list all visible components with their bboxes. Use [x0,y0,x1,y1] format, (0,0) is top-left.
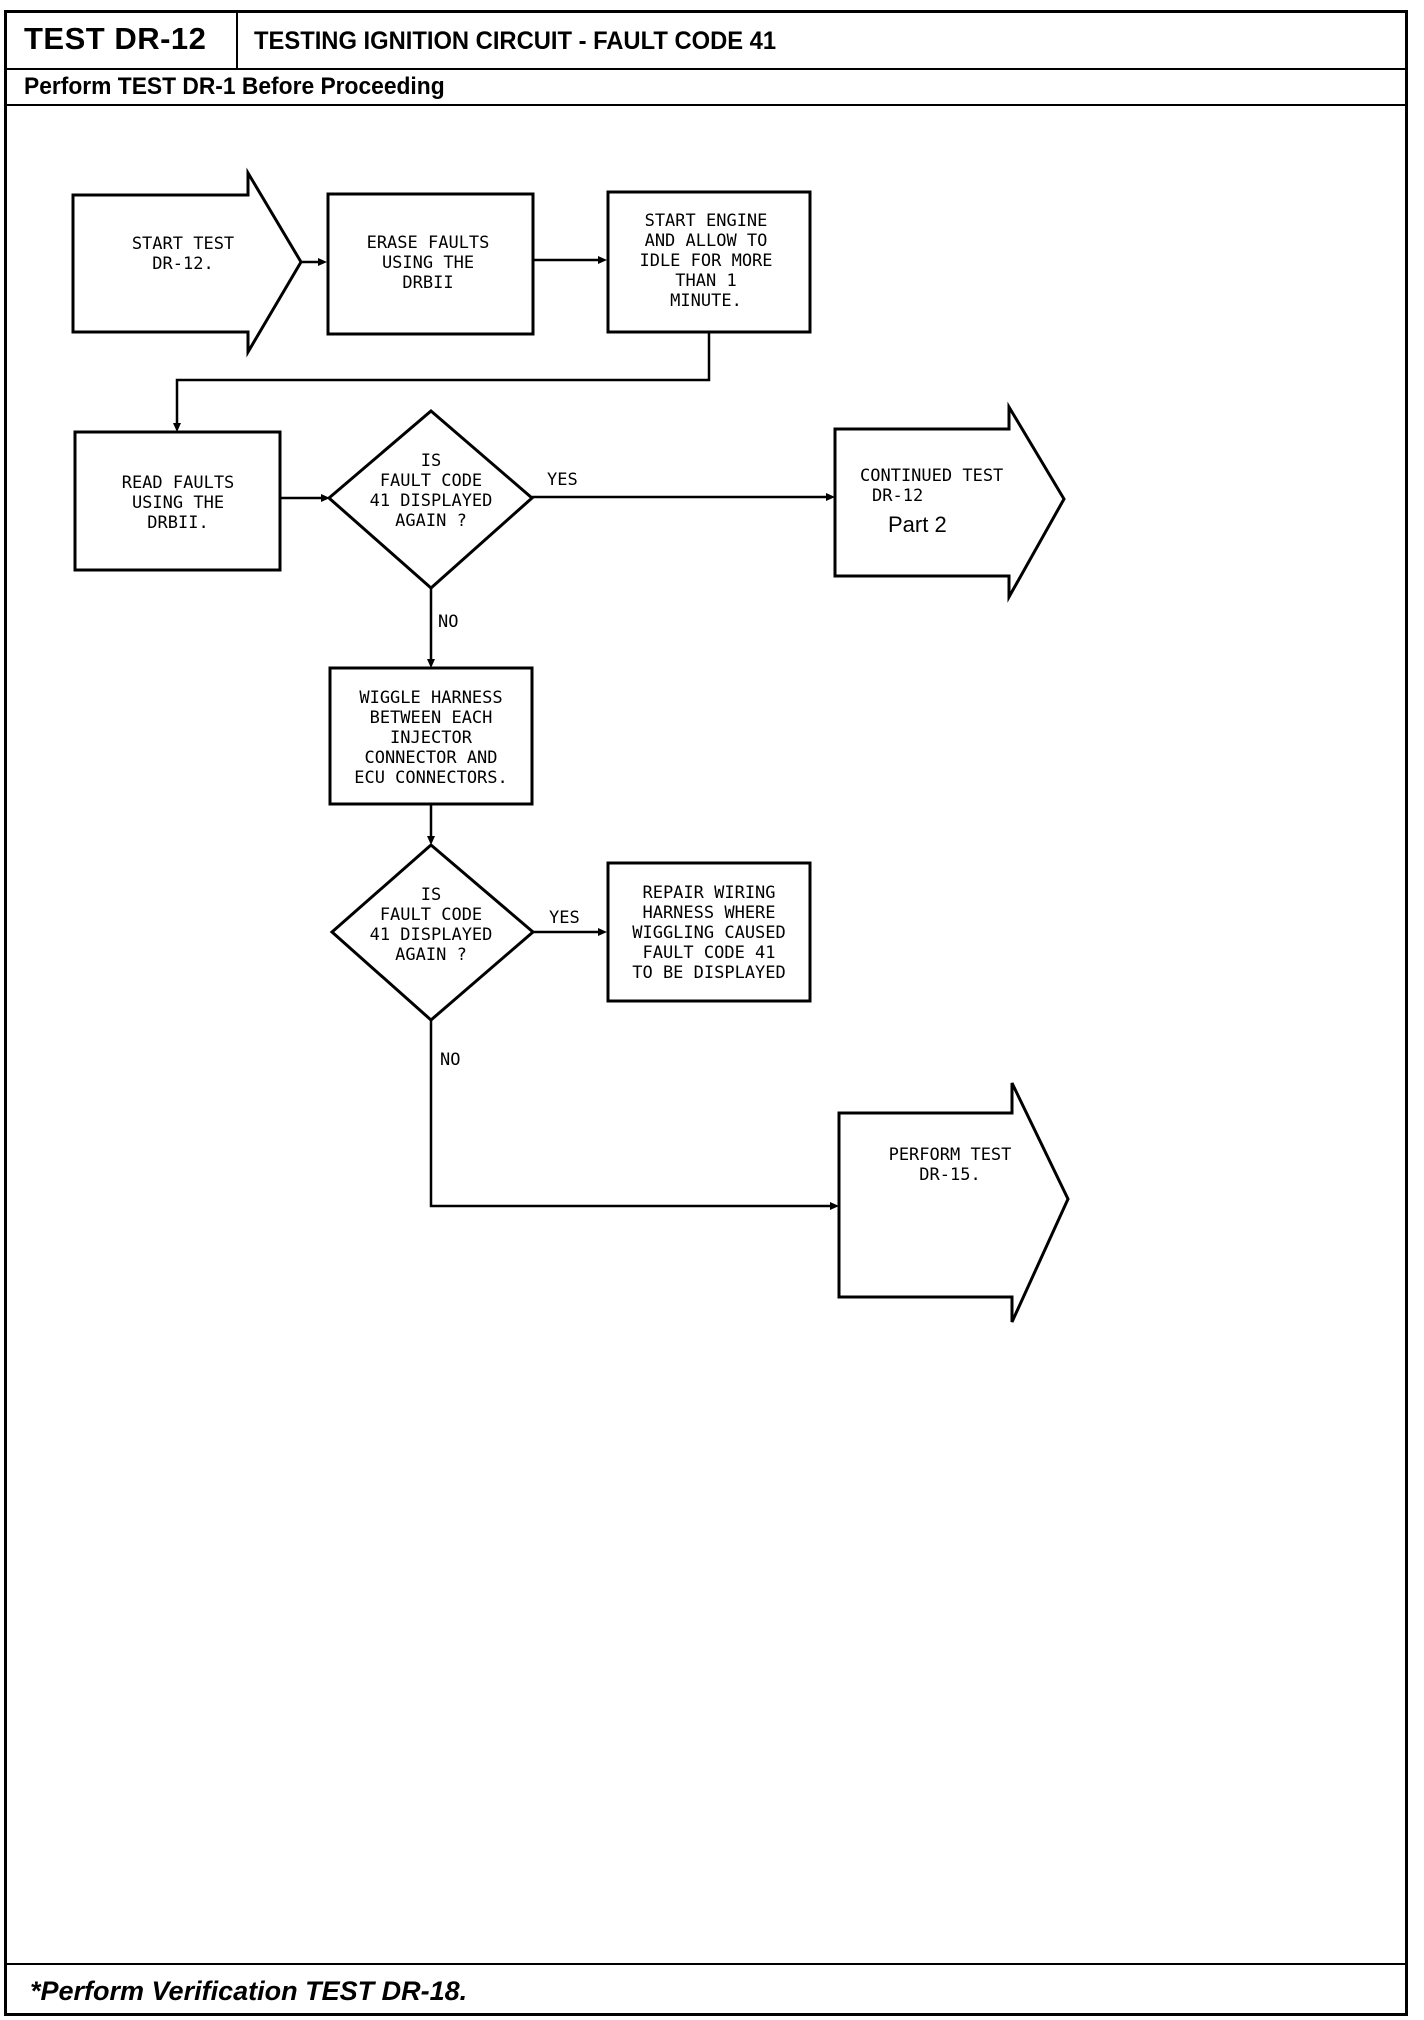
idle-line: MINUTE. [670,291,742,311]
decision2-line: IS [421,885,441,905]
arrowhead [598,256,607,264]
prerequisite-note: Perform TEST DR-1 Before Proceeding [24,73,445,100]
wiggle-line: CONNECTOR AND [364,748,497,768]
perform-line: PERFORM TEST [889,1145,1012,1165]
continued-line: DR-12 [872,486,923,506]
test-id: TEST DR-12 [4,10,238,68]
start-line: DR-12. [152,254,213,274]
no-label: NO [440,1050,460,1070]
wiggle-line: ECU CONNECTORS. [354,768,508,788]
arrowhead [598,928,607,936]
continued-line: CONTINUED TEST [860,466,1003,486]
arrowhead [826,493,835,501]
yes-label: YES [547,470,578,490]
arrowhead [427,836,435,845]
header-row: TEST DR-12 TESTING IGNITION CIRCUIT - FA… [4,10,1408,70]
arrowhead [173,423,181,432]
repair-line: WIGGLING CAUSED [632,923,786,943]
decision1-line: FAULT CODE [380,471,482,491]
arrowhead [318,258,327,266]
wiggle-line: INJECTOR [390,728,473,748]
repair-line: FAULT CODE 41 [642,943,775,963]
idle-line: START ENGINE [645,211,768,231]
continued-test-arrow: CONTINUED TEST DR-12 Part 2 [833,401,1066,603]
read-line: USING THE [132,493,224,513]
footer-row: *Perform Verification TEST DR-18. [4,1963,1408,2015]
wiggle-line: WIGGLE HARNESS [359,688,502,708]
arrowhead [427,659,435,668]
no-label: NO [438,612,458,632]
decision2-line: 41 DISPLAYED [370,925,493,945]
erase-line: DRBII [402,273,453,293]
idle-line: IDLE FOR MORE [639,251,772,271]
connector-decision2-no [429,1020,835,1208]
repair-line: HARNESS WHERE [642,903,775,923]
repair-line: TO BE DISPLAYED [632,963,786,983]
page-title: TESTING IGNITION CIRCUIT - FAULT CODE 41 [254,27,777,55]
decision1-line: 41 DISPLAYED [370,491,493,511]
arrowhead [830,1202,839,1210]
wiggle-line: BETWEEN EACH [370,708,493,728]
decision1-line: IS [421,451,441,471]
yes-label: YES [549,908,580,928]
erase-line: ERASE FAULTS [367,233,490,253]
page-frame [4,10,1408,2016]
connector-idle-read [175,332,711,428]
repair-line: REPAIR WIRING [642,883,775,903]
idle-line: THAN 1 [675,271,736,291]
connectors [173,256,839,1210]
continued-part: Part 2 [888,512,947,537]
idle-line: AND ALLOW TO [645,231,768,251]
prerequisite-row: Perform TEST DR-1 Before Proceeding [4,70,1408,106]
verification-note: *Perform Verification TEST DR-18. [30,1976,468,2006]
start-line: START TEST [132,234,234,254]
decision2-line: FAULT CODE [380,905,482,925]
perform-line: DR-15. [919,1165,980,1185]
decision1-line: AGAIN ? [395,511,467,531]
arrowhead [321,494,330,502]
erase-line: USING THE [382,253,474,273]
decision2-line: AGAIN ? [395,945,467,965]
read-line: READ FAULTS [122,473,235,493]
read-line: DRBII. [147,513,208,533]
